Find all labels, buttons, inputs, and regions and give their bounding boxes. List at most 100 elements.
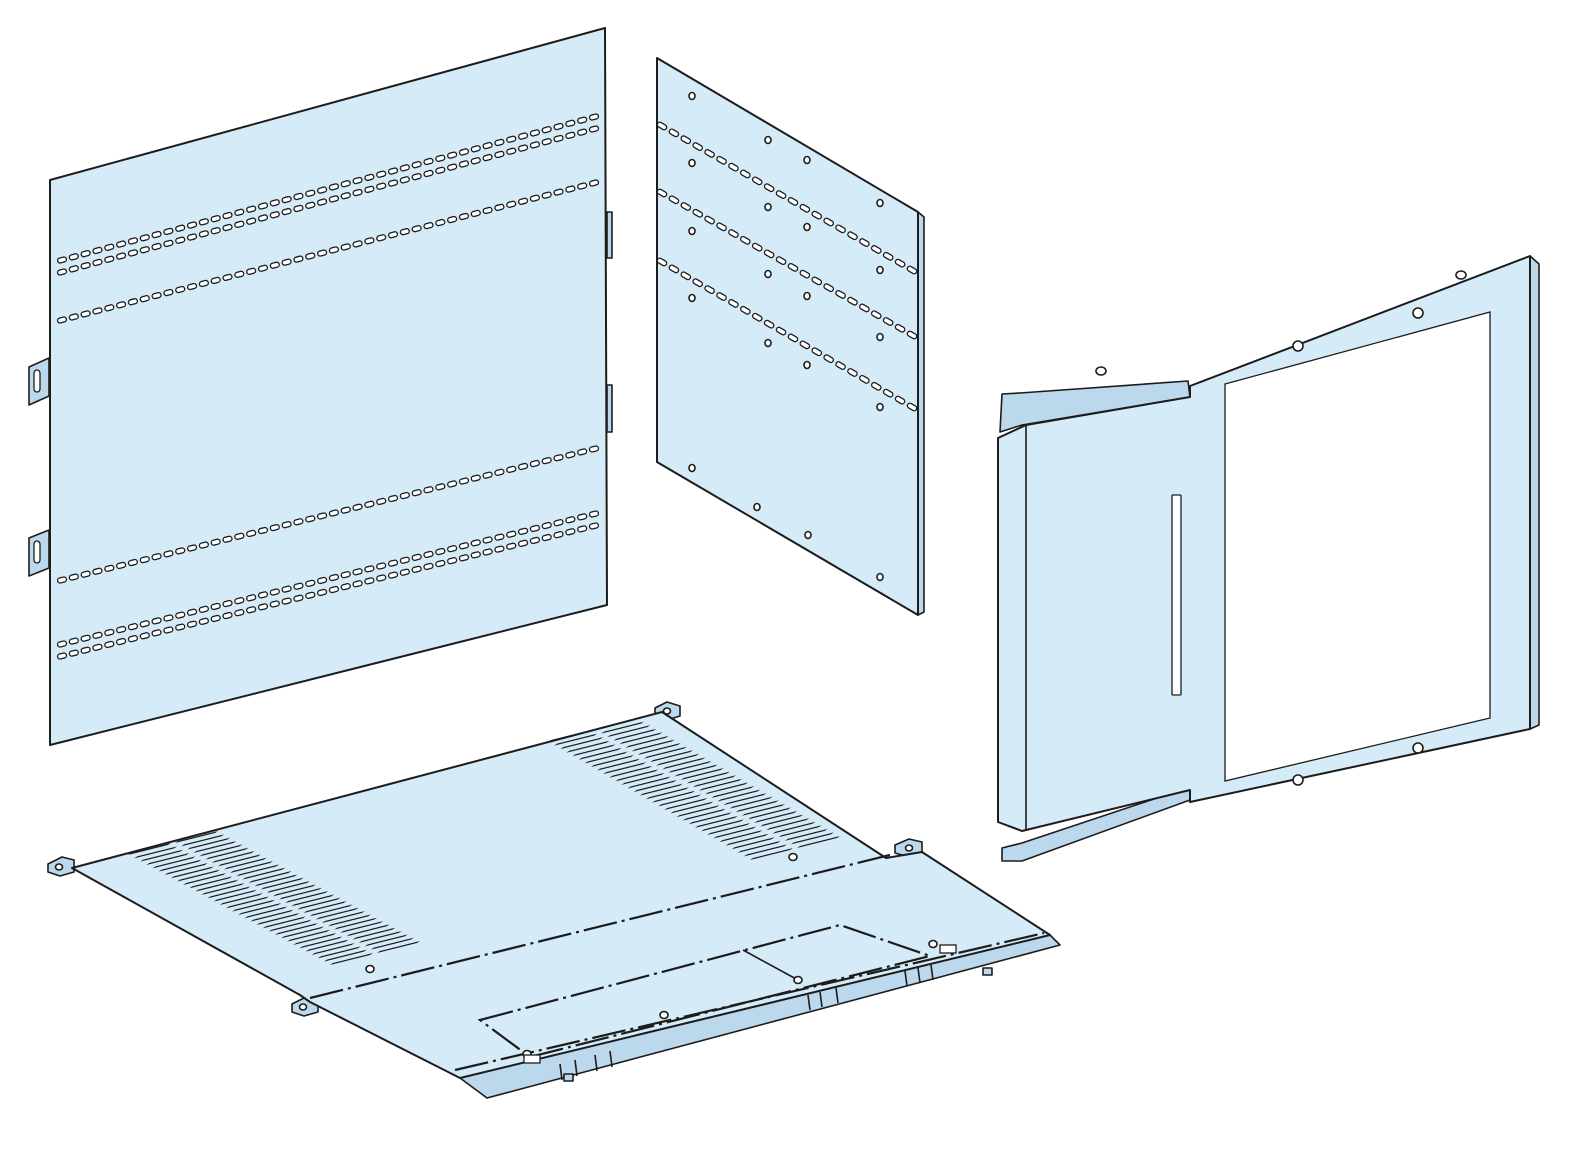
rear-panel-slot	[506, 135, 517, 143]
rear-panel-slot	[588, 445, 600, 453]
rear-panel-slot	[222, 599, 233, 608]
rear-panel-slot	[506, 465, 517, 474]
rear-panel-slot	[470, 145, 481, 153]
rear-panel-slot	[293, 192, 304, 201]
rear-panel-slot	[56, 640, 68, 648]
side-panel-slot	[680, 202, 692, 211]
rear-panel-slot	[317, 249, 328, 257]
rear-panel-slot	[435, 218, 446, 227]
side-panel-hole	[876, 572, 884, 582]
rear-panel-slot	[340, 506, 351, 514]
rear-panel-slot	[317, 198, 328, 206]
floor-plate-vent	[311, 943, 355, 955]
rear-panel-slot	[222, 611, 233, 620]
floor-plate-vent	[729, 796, 773, 809]
floor-plate-vent	[181, 834, 225, 847]
rear-panel-slot	[458, 554, 470, 562]
floor-plate-vent	[701, 819, 745, 832]
side-panel-hole	[688, 463, 696, 473]
rear-panel-slot	[127, 298, 139, 306]
rear-panel-slot	[553, 454, 564, 462]
rear-panel-slot	[470, 209, 481, 218]
rear-panel-slot	[269, 261, 280, 269]
rear-panel-slot	[517, 132, 529, 140]
floor-plate-vent	[309, 904, 353, 917]
rear-panel-slot	[68, 313, 79, 321]
rear-panel-tab-lower-slot	[33, 540, 41, 564]
rear-panel-slot	[399, 491, 410, 500]
rear-panel-slot	[127, 558, 139, 567]
floor-plate-vent	[578, 747, 622, 760]
floor-plate-vent	[694, 815, 738, 828]
floor-plate-vent	[217, 854, 261, 867]
rear-panel-slot	[399, 568, 410, 576]
side-panel-slot	[835, 361, 846, 370]
rear-panel-slot	[399, 164, 410, 172]
rear-panel-slot	[116, 637, 127, 646]
rear-panel-slot	[281, 207, 292, 216]
rear-panel-slot	[376, 234, 387, 242]
rear-panel-slot	[529, 524, 540, 533]
floor-plate-vent	[256, 913, 300, 925]
floor-plate-vent	[707, 822, 751, 835]
rear-panel-slot	[234, 532, 245, 540]
rear-panel-slot	[293, 582, 304, 590]
rear-panel-slot	[470, 551, 481, 559]
rear-panel-slot	[588, 179, 600, 187]
side-panel-hole	[876, 332, 884, 342]
rear-panel-slot	[305, 252, 316, 260]
rear-panel-slot	[246, 529, 257, 538]
floor-plate-vent	[187, 837, 231, 850]
rear-panel-slot	[411, 225, 422, 233]
side-panel-hole	[803, 360, 811, 370]
floor-plate-vent	[656, 753, 700, 766]
floor-plate-vent	[207, 886, 251, 899]
rear-panel-slot	[116, 561, 127, 570]
side-panel-slot	[728, 229, 739, 238]
rear-panel-slot	[163, 626, 174, 634]
side-panel-slot	[787, 262, 799, 272]
rear-panel-slot	[553, 122, 564, 131]
rear-panel-slot	[139, 632, 150, 640]
floor-plate-vent	[725, 833, 769, 846]
rear-panel-slot	[316, 576, 328, 585]
rear-panel-slot	[257, 264, 269, 272]
floor-plate-vent	[238, 903, 282, 915]
floor-plate-vent	[330, 953, 373, 965]
side-panel-sheet	[656, 57, 919, 616]
side-panel-slot	[835, 290, 846, 299]
side-panel-slot	[847, 231, 858, 241]
side-panel-slot	[859, 238, 870, 247]
rear-panel-slot	[423, 221, 434, 230]
floor-plate-vent	[645, 787, 689, 800]
rear-panel-slot	[411, 553, 422, 561]
rear-panel-slot	[470, 157, 481, 165]
rear-panel-slot	[80, 570, 91, 578]
rear-panel-slot	[541, 457, 552, 465]
floor-plate-vent	[735, 800, 779, 813]
side-panel-slot	[716, 222, 727, 232]
floor-plate-vent	[560, 737, 604, 750]
side-panel-slot	[716, 292, 727, 301]
floor-plate-vent	[778, 825, 822, 838]
rear-panel-perforations	[56, 113, 600, 660]
floor-plate-vent	[242, 867, 286, 880]
floor-plate-vent	[713, 826, 757, 839]
rear-panel-slot	[565, 185, 576, 193]
floor-plate-vent	[370, 937, 414, 950]
side-panel-slot	[823, 354, 834, 364]
rear-panel-slot	[139, 246, 150, 254]
floor-plate-vent	[637, 743, 681, 756]
rear-panel-slot	[423, 169, 434, 178]
rear-panel-slot	[127, 237, 139, 245]
rear-panel-slot	[364, 185, 375, 194]
side-panel-slot	[906, 402, 918, 412]
rear-panel-slot	[116, 240, 127, 248]
floor-plate-vent	[183, 873, 227, 885]
rear-panel-slot	[364, 577, 375, 585]
rear-panel-slot	[210, 276, 221, 285]
rear-panel-slot	[222, 223, 233, 232]
rear-panel-slot	[340, 192, 351, 200]
floor-plate-vent	[743, 844, 787, 857]
floor-plate-vent	[731, 837, 775, 850]
